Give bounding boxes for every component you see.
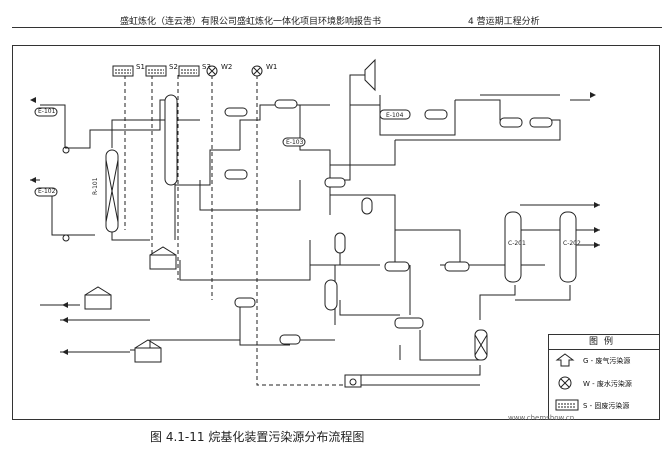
- solid-waste-source-s3: S3: [178, 62, 218, 77]
- legend-label: G - 废气污染源: [583, 357, 631, 365]
- header-divider: [12, 27, 662, 28]
- svg-text:E-104: E-104: [386, 112, 404, 119]
- solid-waste-icon: [145, 65, 167, 77]
- svg-text:E-103: E-103: [286, 139, 304, 146]
- legend-item-water: W - 废水污染源: [549, 373, 659, 393]
- svg-text:E-101: E-101: [38, 108, 56, 115]
- solid-waste-source-s2: S2: [145, 62, 185, 77]
- solid-waste-icon: [555, 399, 579, 411]
- figure-caption: 图 4.1-11 烷基化装置污染源分布流程图: [150, 430, 365, 444]
- svg-text:C-201: C-201: [508, 240, 526, 247]
- source-label: W1: [266, 63, 278, 71]
- diagram-frame: [12, 45, 660, 420]
- gas-emission-icon: [555, 353, 575, 367]
- svg-text:C-202: C-202: [563, 240, 581, 247]
- legend-title: 图例: [549, 335, 659, 350]
- source-label: S2: [169, 63, 178, 71]
- solid-waste-icon: [178, 65, 200, 77]
- legend-item-solid: S - 固废污染源: [549, 395, 659, 415]
- legend-item-gas: G - 废气污染源: [549, 350, 659, 370]
- watermark: www.chemshow.cn: [508, 414, 575, 422]
- svg-text:R-101: R-101: [92, 177, 99, 195]
- document-header-title: 盛虹炼化（连云港）有限公司盛虹炼化一体化项目环境影响报告书: [120, 17, 382, 27]
- svg-text:E-102: E-102: [38, 188, 56, 195]
- document-section-title: 4 营运期工程分析: [468, 17, 540, 27]
- wastewater-source-w2: W2: [206, 62, 242, 77]
- source-label: S1: [136, 63, 145, 71]
- source-label: W2: [221, 63, 233, 71]
- solid-waste-source-s1: S1: [112, 62, 152, 77]
- wastewater-source-w1: W1: [251, 62, 287, 77]
- source-label: S3: [202, 63, 211, 71]
- wastewater-icon: [251, 65, 263, 77]
- solid-waste-icon: [112, 65, 134, 77]
- legend: 图例 G - 废气污染源 W - 废水污染源 S - 固废污染源: [548, 334, 660, 420]
- legend-label: S - 固废污染源: [583, 402, 630, 410]
- wastewater-icon: [558, 376, 572, 390]
- legend-label: W - 废水污染源: [583, 380, 632, 388]
- wastewater-icon: [206, 65, 218, 77]
